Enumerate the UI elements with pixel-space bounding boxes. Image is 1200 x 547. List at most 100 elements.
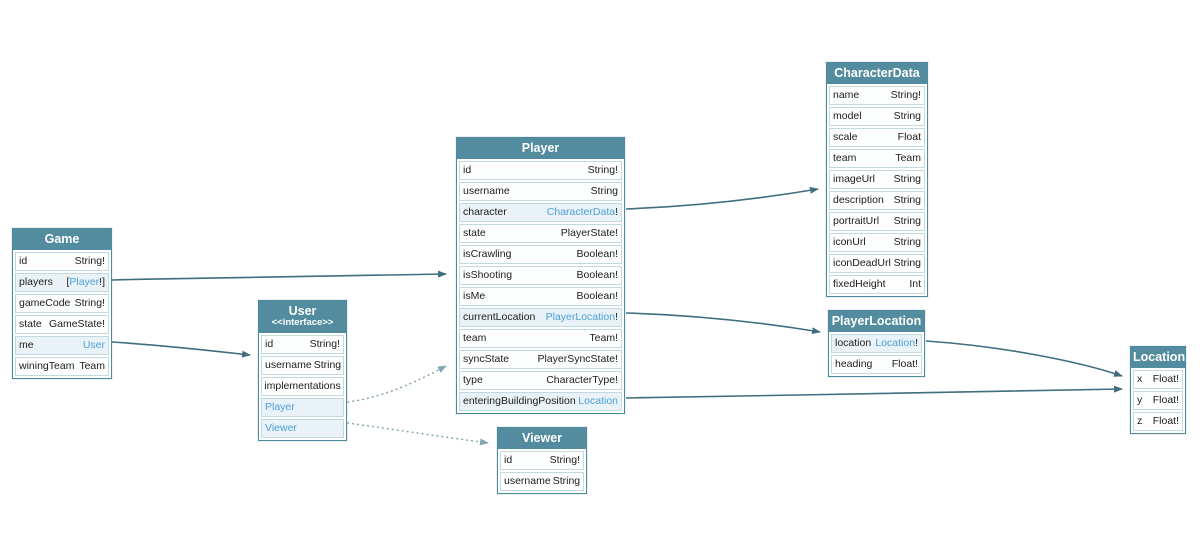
table-title: Player bbox=[521, 141, 560, 155]
field-type: Float! bbox=[1153, 393, 1179, 408]
field-type: Boolean! bbox=[577, 247, 618, 262]
field-type: String! bbox=[550, 453, 580, 468]
edge-game-me-to-user[interactable] bbox=[111, 341, 251, 358]
table-title: Viewer bbox=[521, 431, 563, 445]
table-header-user[interactable]: User<<interface>> bbox=[259, 301, 346, 334]
field-name: implementations bbox=[264, 380, 341, 393]
field-type: Float bbox=[898, 130, 921, 145]
field-row-user-viewer[interactable]: Viewer bbox=[261, 419, 344, 439]
type-link[interactable]: Location bbox=[875, 337, 916, 350]
field-row-user-player[interactable]: Player bbox=[261, 398, 344, 418]
field-name: iconUrl bbox=[833, 236, 866, 249]
edge-player-character-to-characterdata[interactable] bbox=[625, 186, 819, 210]
field-row-game-players[interactable]: players[Player!] bbox=[15, 273, 109, 293]
type-text: Team bbox=[895, 152, 921, 165]
edge-player-currentlocation-to-playerlocation[interactable] bbox=[625, 312, 821, 335]
table-header-characterdata[interactable]: CharacterData bbox=[827, 63, 927, 85]
table-header-location[interactable]: Location bbox=[1131, 347, 1185, 369]
field-name: state bbox=[19, 318, 42, 331]
type-text: Boolean! bbox=[576, 269, 618, 282]
type-link[interactable]: PlayerLocation bbox=[545, 311, 616, 324]
field-type: String bbox=[894, 172, 921, 187]
field-name: y bbox=[1137, 394, 1143, 407]
field-row-user-implementations[interactable]: implementations bbox=[261, 377, 344, 397]
type-link[interactable]: User bbox=[82, 339, 105, 352]
edge-game-players-to-player[interactable] bbox=[111, 270, 447, 281]
table-header-player[interactable]: Player bbox=[457, 138, 624, 160]
edge-user-viewer-to-viewer[interactable] bbox=[347, 422, 489, 446]
field-name: name bbox=[833, 89, 860, 102]
type-link[interactable]: CharacterData bbox=[546, 206, 616, 219]
type-link[interactable]: Location bbox=[578, 395, 618, 408]
implementation-link[interactable]: Viewer bbox=[265, 422, 297, 435]
edge-player-enteringbuildingposition-to-location[interactable] bbox=[625, 385, 1123, 399]
table-title: CharacterData bbox=[834, 66, 920, 80]
type-text: Boolean! bbox=[576, 290, 618, 303]
field-name: gameCode bbox=[19, 297, 71, 310]
field-type: String bbox=[894, 193, 921, 208]
type-text: Float! bbox=[1152, 373, 1179, 386]
field-row-location-y[interactable]: y Float! bbox=[1133, 391, 1183, 411]
field-name: syncState bbox=[463, 353, 510, 366]
field-name: id bbox=[265, 338, 274, 351]
edge-playerlocation-location-to-location[interactable] bbox=[925, 340, 1123, 377]
table-header-playerlocation[interactable]: PlayerLocation bbox=[829, 311, 924, 333]
field-row-characterdata-description[interactable]: description String bbox=[829, 191, 925, 211]
field-name: description bbox=[833, 194, 884, 207]
table-header-game[interactable]: Game bbox=[13, 229, 111, 251]
edge-user-player-to-player[interactable] bbox=[347, 365, 447, 403]
implementation-link[interactable]: Player bbox=[265, 401, 295, 414]
type-link[interactable]: Player bbox=[69, 276, 100, 289]
field-type: User bbox=[83, 338, 105, 353]
type-text: String! bbox=[74, 255, 105, 268]
field-type: String bbox=[591, 184, 618, 199]
type-text: Team bbox=[79, 360, 105, 373]
table-header-viewer[interactable]: Viewer bbox=[498, 428, 586, 450]
field-type: CharacterData! bbox=[547, 205, 618, 220]
